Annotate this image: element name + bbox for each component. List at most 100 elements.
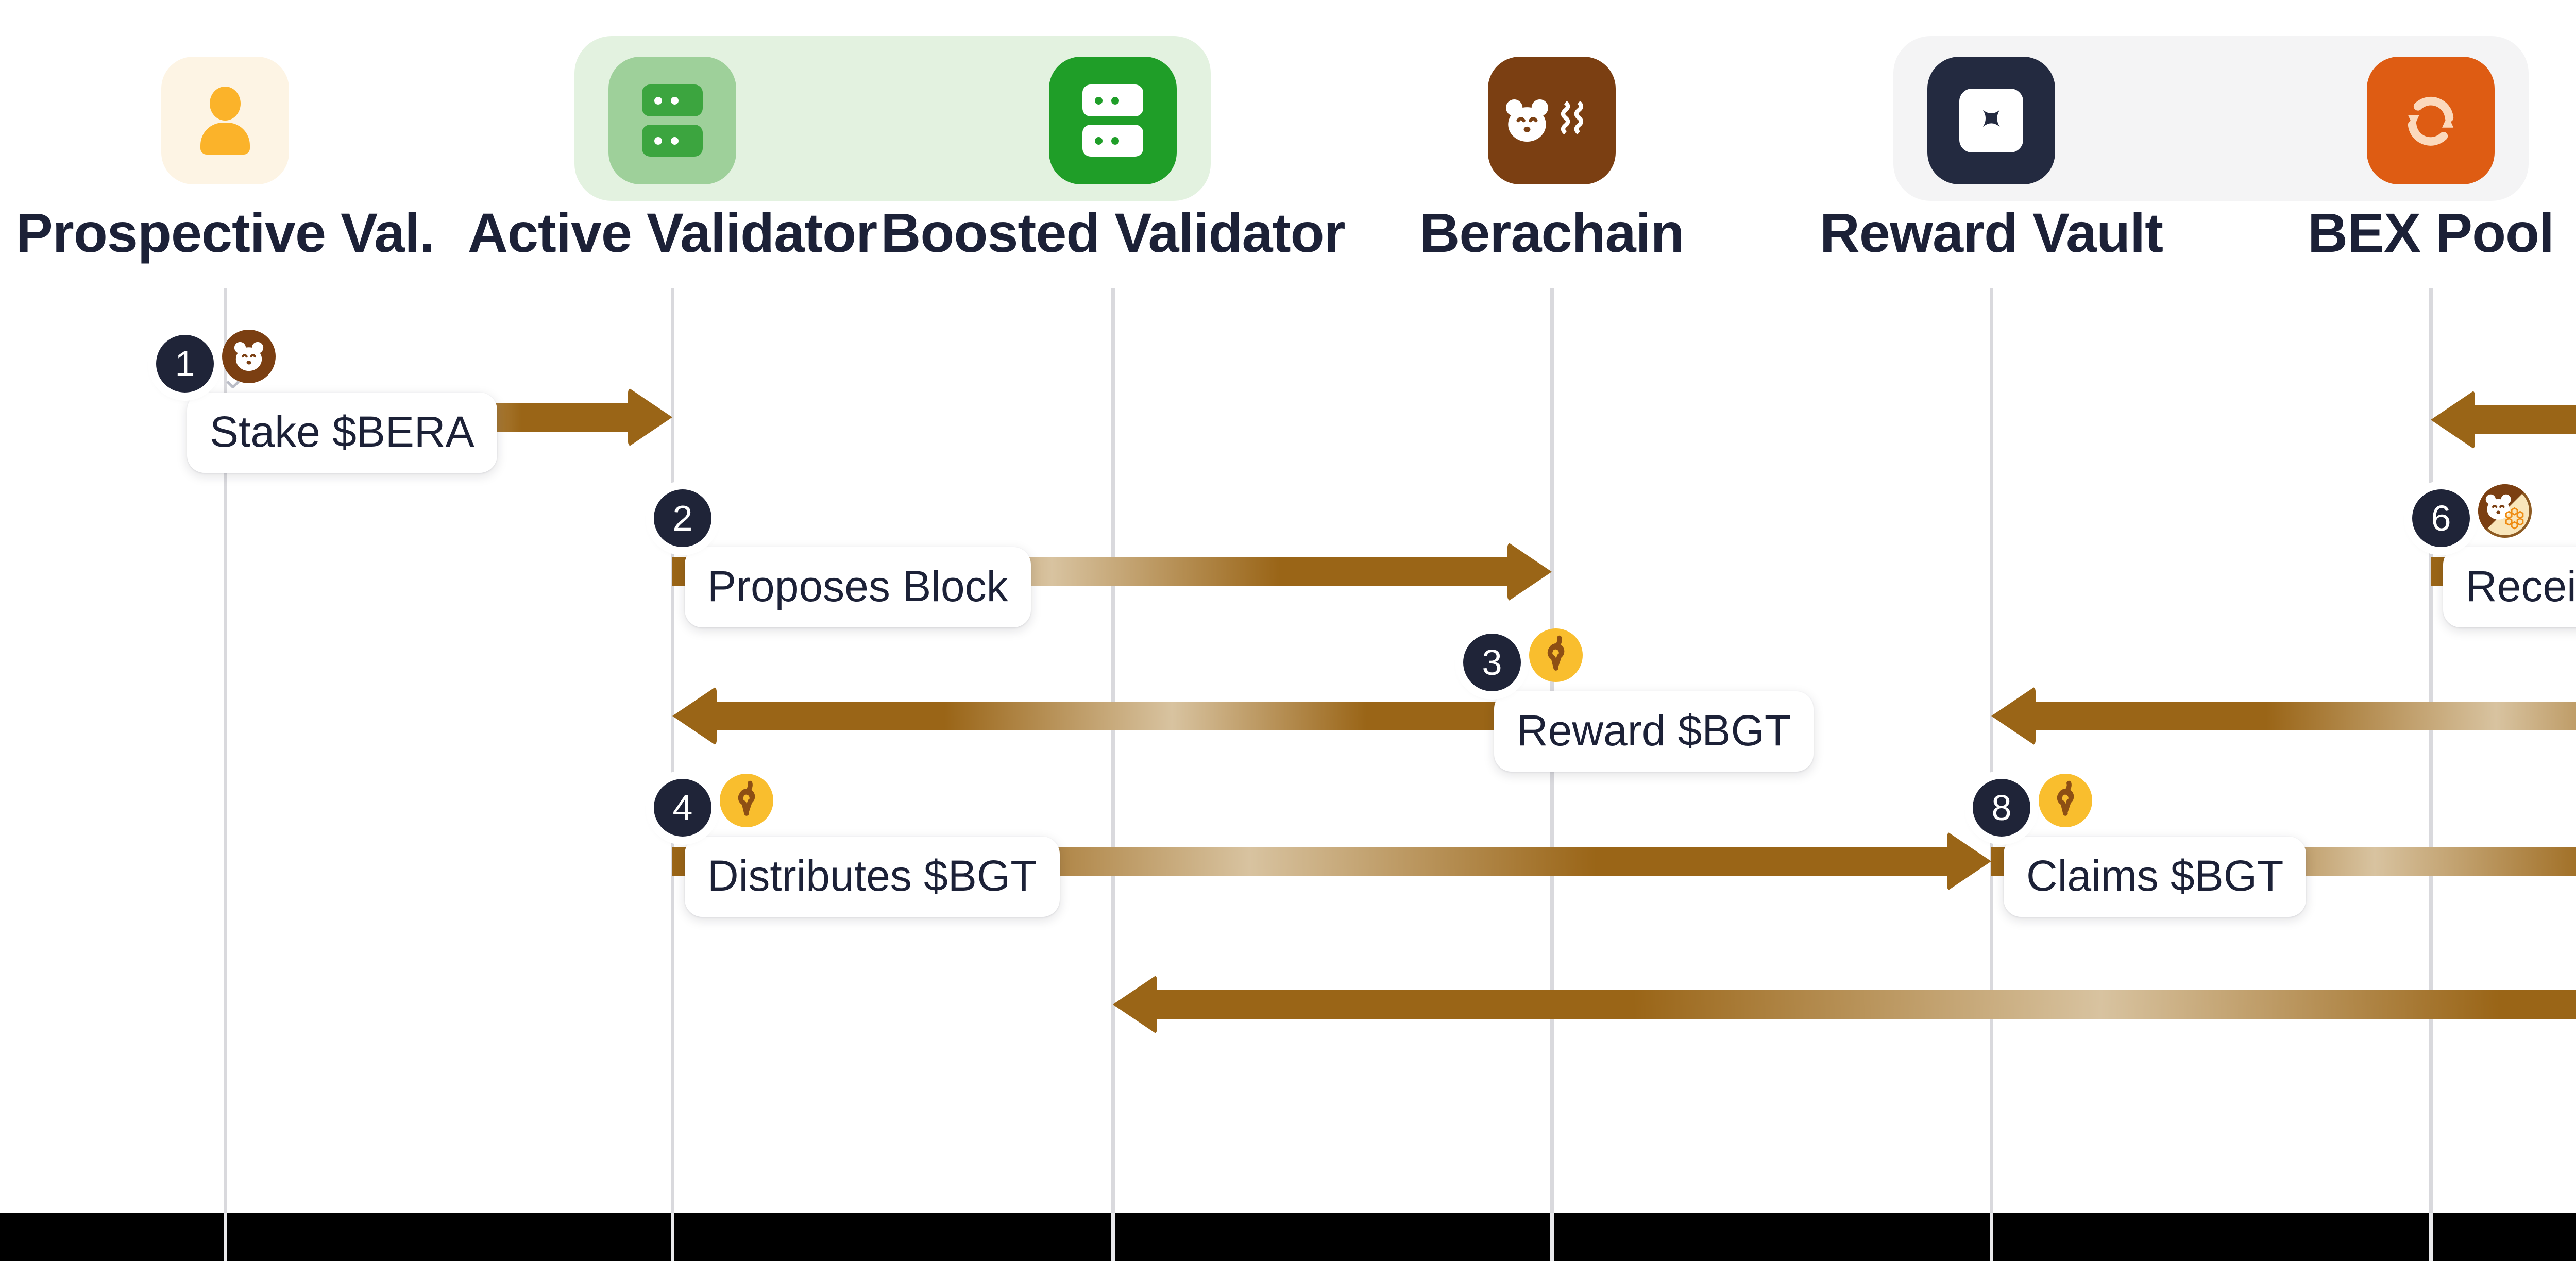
server-led — [1095, 96, 1103, 105]
lifeline-prospective — [224, 288, 227, 1213]
server-bar — [1082, 125, 1143, 157]
lifeline-bexpool — [2429, 288, 2433, 1213]
message-2[interactable]: Proposes Block — [685, 547, 1031, 627]
message-8[interactable]: Claims $BGT — [2004, 837, 2307, 917]
participant-bexpool[interactable]: BEX Pool — [2122, 57, 2576, 261]
message-tokens-8 — [2039, 774, 2092, 827]
participant-lprovider[interactable]: LProvider/$BGT Holder — [2571, 57, 2576, 261]
band-lifeline-active — [671, 1213, 674, 1261]
arrow-head — [672, 686, 717, 746]
bgt-token-icon — [2039, 774, 2092, 827]
participant-label-boosted: Boosted Validator — [880, 201, 1345, 264]
participant-label-prospective: Prospective Val. — [15, 201, 435, 264]
bear-face-icon — [1499, 93, 1555, 148]
person-body — [200, 123, 250, 155]
server-bar — [1082, 84, 1143, 116]
message-label-1: Stake $BERA — [187, 393, 497, 473]
participant-prospective[interactable]: Prospective Val. — [0, 57, 534, 261]
server-led — [671, 137, 679, 145]
message-tokens-6 — [2478, 484, 2532, 538]
band-lifeline-berachain — [1550, 1213, 1554, 1261]
swap-refresh-icon — [2395, 85, 2466, 156]
message-6[interactable]: Receives Receipt — [2443, 547, 2576, 627]
server-validator-icon — [1082, 84, 1143, 157]
participant-icon-active — [608, 57, 736, 184]
server-bar — [642, 84, 703, 116]
band-lifeline-bexpool — [2429, 1213, 2433, 1261]
participant-berachain[interactable]: Berachain — [1243, 57, 1861, 261]
arrow-head — [628, 387, 672, 447]
message-tokens-1 — [222, 330, 276, 383]
bear-chain-icon — [1499, 93, 1604, 148]
arrow-shaft — [2467, 405, 2576, 434]
message-1[interactable]: Stake $BERA — [187, 393, 497, 473]
arrow-head — [2431, 390, 2475, 450]
server-led — [671, 96, 679, 105]
chain-links-icon — [1557, 97, 1604, 144]
message-arrow-3 — [672, 686, 1552, 746]
participant-icon-berachain — [1488, 57, 1616, 184]
message-badge-8: 8 — [1973, 779, 2030, 837]
message-label-3: Reward $BGT — [1494, 691, 1814, 772]
message-tokens-4 — [720, 774, 773, 827]
server-led — [1111, 137, 1119, 145]
band-lifeline-boosted — [1111, 1213, 1115, 1261]
message-tokens-3 — [1529, 628, 1583, 682]
server-led — [654, 96, 662, 105]
band-lifeline-prospective — [224, 1213, 227, 1261]
participant-label-berachain: Berachain — [1419, 201, 1684, 264]
message-arrow-9 — [1113, 975, 2576, 1034]
server-bar — [642, 125, 703, 157]
bgt-token-icon — [1529, 628, 1583, 682]
arrow-shaft — [1149, 990, 2576, 1019]
bgt-pretzel-icon — [2044, 779, 2087, 822]
message-label-2: Proposes Block — [685, 547, 1031, 627]
honeycomb-icon — [2500, 504, 2529, 534]
lifeline-active — [671, 288, 674, 1213]
arrow-head — [1507, 542, 1552, 602]
participant-label-active: Active Validator — [467, 201, 877, 264]
message-3[interactable]: Reward $BGT — [1494, 691, 1814, 772]
bgt-pretzel-icon — [725, 779, 768, 822]
participant-active[interactable]: Active Validator — [363, 57, 981, 261]
lifeline-rewardvault — [1990, 288, 1993, 1213]
message-4[interactable]: Distributes $BGT — [685, 837, 1060, 917]
server-led — [1095, 137, 1103, 145]
receipt-token-icon — [2478, 484, 2532, 538]
bottom-band — [0, 1213, 2576, 1261]
bear-face-icon — [230, 337, 268, 376]
band-lifeline-rewardvault — [1990, 1213, 1993, 1261]
message-badge-1: 1 — [156, 335, 214, 393]
person-icon — [197, 87, 253, 155]
lifeline-boosted — [1111, 288, 1115, 1213]
bear-face-icon — [2482, 490, 2515, 523]
message-arrow-7 — [1991, 686, 2576, 746]
participant-icon-bexpool — [2367, 57, 2495, 184]
server-validator-icon — [642, 84, 703, 157]
arrow-head — [1113, 975, 1157, 1034]
message-label-4: Distributes $BGT — [685, 837, 1060, 917]
message-label-8: Claims $BGT — [2004, 837, 2307, 917]
arrow-shaft — [2027, 702, 2576, 730]
bgt-pretzel-icon — [1534, 634, 1578, 677]
server-led — [1111, 96, 1119, 105]
participant-label-rewardvault: Reward Vault — [1819, 201, 2163, 264]
participant-icon-boosted — [1049, 57, 1177, 184]
message-label-6: Receives Receipt — [2443, 547, 2576, 627]
arrow-shaft — [708, 702, 1552, 730]
participant-icon-rewardvault — [1927, 57, 2055, 184]
arrow-head — [1947, 831, 1991, 891]
message-arrow-5 — [2431, 390, 2576, 450]
participant-rewardvault[interactable]: Reward Vault — [1682, 57, 2300, 261]
message-badge-3: 3 — [1463, 634, 1521, 691]
message-badge-2: 2 — [654, 489, 711, 547]
participant-icon-prospective — [161, 57, 289, 184]
participant-boosted[interactable]: Boosted Validator — [804, 57, 1422, 261]
bera-token-icon — [222, 330, 276, 383]
bgt-token-icon — [720, 774, 773, 827]
person-head — [210, 87, 241, 121]
participant-label-bexpool: BEX Pool — [2307, 201, 2554, 264]
message-badge-4: 4 — [654, 779, 711, 837]
vault-icon — [1959, 89, 2023, 152]
